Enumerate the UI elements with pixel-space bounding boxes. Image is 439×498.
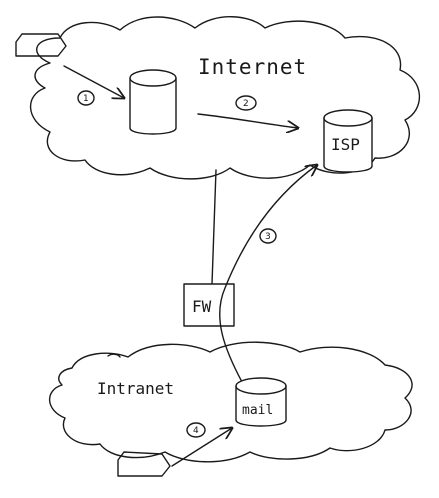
intranet-cloud bbox=[48, 341, 413, 463]
firewall-box bbox=[183, 283, 235, 327]
firewall-label: FW bbox=[192, 297, 212, 316]
intranet-cloud-tick bbox=[107, 353, 121, 358]
internet-cloud bbox=[29, 16, 421, 180]
intranet-label: Intranet bbox=[97, 379, 174, 398]
step-4-badge bbox=[186, 422, 206, 438]
arrow-step-3 bbox=[219, 165, 317, 383]
isp-label: ISP bbox=[331, 135, 360, 154]
arrow-step-4 bbox=[171, 428, 232, 467]
step-4-label: 4 bbox=[193, 426, 199, 436]
internet-fw-link bbox=[211, 169, 217, 285]
step-1-badge bbox=[77, 90, 95, 106]
external-user-icon bbox=[15, 33, 67, 57]
step-2-label: 2 bbox=[243, 99, 249, 109]
step-2-badge bbox=[235, 95, 257, 111]
step-3-label: 3 bbox=[265, 232, 271, 242]
internet-server-icon bbox=[129, 69, 177, 135]
arrow-step-1 bbox=[63, 65, 124, 98]
step-1-label: 1 bbox=[83, 94, 89, 104]
internal-user-icon bbox=[117, 451, 171, 477]
isp-server-icon bbox=[323, 109, 373, 173]
mail-label: mail bbox=[242, 403, 273, 418]
step-3-badge bbox=[259, 228, 277, 244]
arrow-step-2 bbox=[197, 113, 298, 128]
mail-server-icon bbox=[235, 377, 287, 427]
internet-label: Internet bbox=[198, 55, 307, 79]
